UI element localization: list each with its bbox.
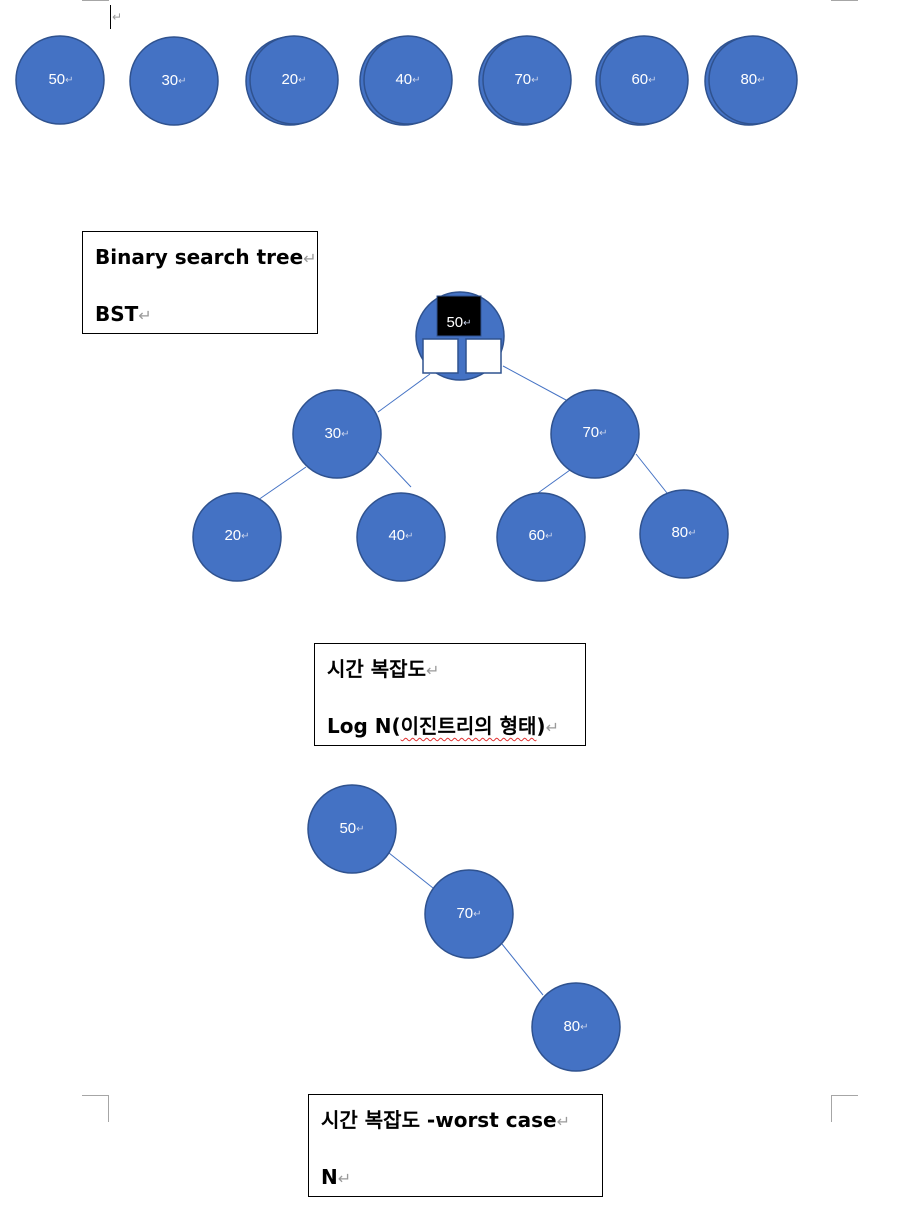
edge: [388, 852, 434, 889]
node-value: 50↵: [339, 820, 364, 837]
node-value: 70↵: [582, 424, 607, 441]
node-value: 80↵: [740, 71, 765, 88]
bst-title-box[interactable]: Binary search tree↵ BST↵: [82, 231, 318, 334]
edge: [501, 943, 544, 996]
paragraph-mark-icon: ↵: [757, 75, 765, 86]
paragraph-mark-icon: ↵: [688, 528, 696, 539]
bst-node[interactable]: 60↵: [496, 492, 586, 582]
row-node[interactable]: 30↵: [129, 36, 219, 126]
worst-case-title: 시간 복잡도 -worst case: [321, 1108, 557, 1132]
complexity-box[interactable]: 시간 복잡도↵ Log N(이진트리의 형태)↵: [314, 643, 586, 746]
paragraph-mark-icon: ↵: [178, 76, 186, 87]
paragraph-mark-icon: ↵: [405, 531, 413, 542]
paragraph-mark-icon: ↵: [545, 718, 559, 737]
complexity-value-suffix: ): [536, 714, 546, 738]
paragraph-mark-icon: ↵: [473, 909, 481, 920]
bst-node[interactable]: 30↵: [292, 389, 382, 479]
paragraph-mark-icon: ↵: [138, 306, 152, 325]
bst-root-node[interactable]: 50↵: [415, 291, 505, 381]
skewed-node[interactable]: 50↵: [307, 784, 397, 874]
node-value: 20↵: [224, 527, 249, 544]
root-key-box: [436, 295, 482, 337]
edge: [502, 365, 567, 401]
paragraph-mark-icon: ↵: [463, 318, 471, 329]
node-row: 50↵ 30↵ 20↵ 40↵ 70↵ 60↵ 80↵: [15, 35, 798, 126]
bst-node[interactable]: 80↵: [639, 489, 729, 579]
worst-case-value: N: [321, 1165, 338, 1189]
node-value: 50↵: [48, 71, 73, 88]
paragraph-mark-icon: ↵: [412, 75, 420, 86]
paragraph-mark-icon: ↵: [356, 824, 364, 835]
skewed-node[interactable]: 70↵: [424, 869, 514, 959]
row-node[interactable]: 80↵: [704, 35, 798, 126]
left-pointer-box: [422, 338, 459, 374]
right-pointer-box: [465, 338, 502, 374]
paragraph-mark-icon: ↵: [298, 75, 306, 86]
complexity-value-korean: 이진트리의 형태: [400, 714, 537, 738]
node-value: 30↵: [161, 72, 186, 89]
paragraph-mark-icon: ↵: [425, 661, 440, 680]
edge: [635, 453, 668, 494]
paragraph-mark-icon: ↵: [648, 75, 656, 86]
paragraph-mark-icon: ↵: [303, 249, 317, 268]
node-value: 80↵: [671, 524, 696, 541]
node-value: 20↵: [281, 71, 306, 88]
row-node[interactable]: 50↵: [15, 35, 105, 125]
paragraph-mark-icon: ↵: [599, 428, 607, 439]
row-node[interactable]: 20↵: [245, 35, 339, 126]
node-value: 30↵: [324, 425, 349, 442]
paragraph-mark-icon: ↵: [241, 531, 249, 542]
paragraph-mark-icon: ↵: [545, 531, 553, 542]
edge: [257, 466, 307, 501]
row-node[interactable]: 60↵: [595, 35, 689, 126]
paragraph-mark-icon: ↵: [556, 1112, 570, 1131]
row-node[interactable]: 70↵: [478, 35, 572, 126]
node-value: 70↵: [456, 905, 481, 922]
node-value: 80↵: [563, 1018, 588, 1035]
edge: [537, 469, 571, 494]
edge: [377, 373, 431, 413]
row-node[interactable]: 40↵: [359, 35, 453, 126]
complexity-title: 시간 복잡도: [327, 657, 426, 681]
complexity-value-prefix: Log N(: [327, 714, 401, 738]
paragraph-mark-icon: ↵: [112, 10, 122, 24]
node-value: 40↵: [388, 527, 413, 544]
skewed-tree-edges: [388, 852, 544, 996]
bst-edges: [257, 365, 668, 501]
node-value: 60↵: [631, 71, 656, 88]
edge: [377, 451, 412, 488]
worst-case-box[interactable]: 시간 복잡도 -worst case↵ N↵: [308, 1094, 603, 1197]
node-value: 70↵: [514, 71, 539, 88]
paragraph-mark-icon: ↵: [341, 429, 349, 440]
bst-abbreviation: BST: [95, 302, 139, 326]
skewed-node[interactable]: 80↵: [531, 982, 621, 1072]
page-crop-marks: [82, 0, 858, 1122]
bst-node[interactable]: 40↵: [356, 492, 446, 582]
node-value: 50↵: [446, 314, 471, 331]
bst-title: Binary search tree: [95, 245, 304, 269]
paragraph-mark-icon: ↵: [531, 75, 539, 86]
paragraph-mark-icon: ↵: [580, 1022, 588, 1033]
bst-node[interactable]: 70↵: [550, 389, 640, 479]
node-value: 60↵: [528, 527, 553, 544]
paragraph-mark-icon: ↵: [337, 1169, 352, 1188]
node-value: 40↵: [395, 71, 420, 88]
bst-node[interactable]: 20↵: [192, 492, 282, 582]
paragraph-mark-icon: ↵: [65, 75, 73, 86]
